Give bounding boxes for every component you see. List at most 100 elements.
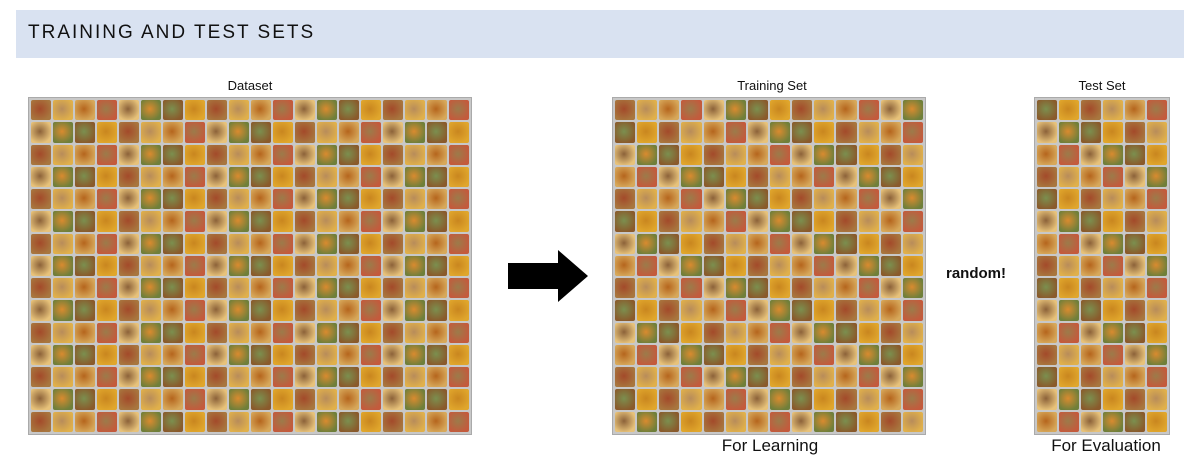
food-image-tile	[207, 144, 227, 165]
food-image-tile	[141, 255, 161, 277]
food-image-tile	[659, 166, 680, 188]
food-image-tile	[405, 144, 425, 165]
food-image-tile	[703, 344, 724, 366]
food-image-tile	[31, 122, 51, 143]
food-image-tile	[615, 233, 636, 254]
food-image-tile	[405, 233, 425, 254]
food-image-tile	[615, 189, 636, 210]
food-image-tile	[229, 122, 249, 143]
food-image-tile	[53, 344, 73, 366]
food-image-tile	[53, 211, 73, 232]
food-image-tile	[659, 389, 680, 410]
food-image-tile	[858, 300, 879, 321]
food-image-tile	[880, 367, 901, 388]
food-image-tile	[1125, 144, 1145, 165]
food-image-tile	[251, 144, 271, 165]
food-image-tile	[119, 344, 139, 366]
food-image-tile	[141, 344, 161, 366]
food-image-tile	[1081, 166, 1101, 188]
food-image-tile	[615, 389, 636, 410]
food-image-tile	[792, 211, 813, 232]
food-image-tile	[858, 255, 879, 277]
food-image-tile	[858, 278, 879, 299]
food-image-tile	[317, 211, 337, 232]
food-image-tile	[273, 411, 293, 432]
food-image-tile	[97, 211, 117, 232]
food-image-tile	[31, 278, 51, 299]
food-image-tile	[97, 233, 117, 254]
food-image-tile	[703, 322, 724, 343]
food-image-tile	[383, 389, 403, 410]
food-image-tile	[659, 411, 680, 432]
food-image-tile	[725, 278, 746, 299]
food-image-tile	[119, 411, 139, 432]
food-image-tile	[229, 100, 249, 121]
food-image-tile	[1081, 278, 1101, 299]
food-image-tile	[637, 189, 658, 210]
food-image-tile	[769, 322, 791, 343]
food-image-tile	[449, 233, 469, 254]
food-image-tile	[725, 122, 746, 143]
food-image-tile	[53, 367, 73, 388]
food-image-tile	[836, 189, 857, 210]
food-image-tile	[97, 189, 117, 210]
food-image-tile	[1059, 189, 1079, 210]
food-image-tile	[747, 233, 768, 254]
food-image-tile	[1059, 300, 1079, 321]
food-image-tile	[1125, 100, 1145, 121]
food-image-tile	[769, 344, 791, 366]
food-image-tile	[163, 322, 183, 343]
food-image-tile	[119, 211, 139, 232]
food-image-tile	[1103, 389, 1123, 410]
food-image-tile	[902, 122, 923, 143]
food-image-tile	[836, 300, 857, 321]
food-image-tile	[229, 189, 249, 210]
food-image-tile	[207, 100, 227, 121]
food-image-tile	[383, 300, 403, 321]
food-image-tile	[1081, 322, 1101, 343]
food-image-tile	[207, 211, 227, 232]
food-image-tile	[769, 255, 791, 277]
food-image-tile	[53, 189, 73, 210]
food-image-tile	[1103, 255, 1123, 277]
food-image-tile	[1125, 300, 1145, 321]
food-image-tile	[1037, 300, 1057, 321]
food-image-tile	[681, 300, 702, 321]
food-image-tile	[251, 389, 271, 410]
food-image-tile	[1103, 367, 1123, 388]
food-image-tile	[53, 144, 73, 165]
food-image-tile	[75, 367, 95, 388]
food-image-tile	[427, 300, 447, 321]
food-image-tile	[361, 300, 381, 321]
food-image-tile	[251, 100, 271, 121]
food-image-tile	[295, 122, 315, 143]
food-image-tile	[1125, 255, 1145, 277]
food-image-tile	[792, 300, 813, 321]
food-image-tile	[207, 233, 227, 254]
food-image-tile	[273, 389, 293, 410]
food-image-tile	[880, 211, 901, 232]
food-image-tile	[1059, 255, 1079, 277]
food-image-tile	[1081, 189, 1101, 210]
food-image-tile	[31, 189, 51, 210]
food-image-tile	[681, 100, 702, 121]
food-image-tile	[31, 100, 51, 121]
food-image-tile	[449, 367, 469, 388]
food-image-tile	[703, 211, 724, 232]
food-image-tile	[659, 233, 680, 254]
food-image-tile	[814, 189, 835, 210]
food-image-tile	[251, 344, 271, 366]
food-image-tile	[747, 367, 768, 388]
food-image-tile	[295, 144, 315, 165]
food-image-tile	[1125, 189, 1145, 210]
food-image-tile	[725, 255, 746, 277]
food-image-tile	[75, 100, 95, 121]
food-image-tile	[141, 211, 161, 232]
food-image-tile	[97, 144, 117, 165]
food-image-tile	[836, 322, 857, 343]
food-image-tile	[449, 389, 469, 410]
food-image-tile	[769, 100, 791, 121]
food-image-tile	[295, 255, 315, 277]
food-image-tile	[880, 233, 901, 254]
food-image-tile	[1037, 166, 1057, 188]
